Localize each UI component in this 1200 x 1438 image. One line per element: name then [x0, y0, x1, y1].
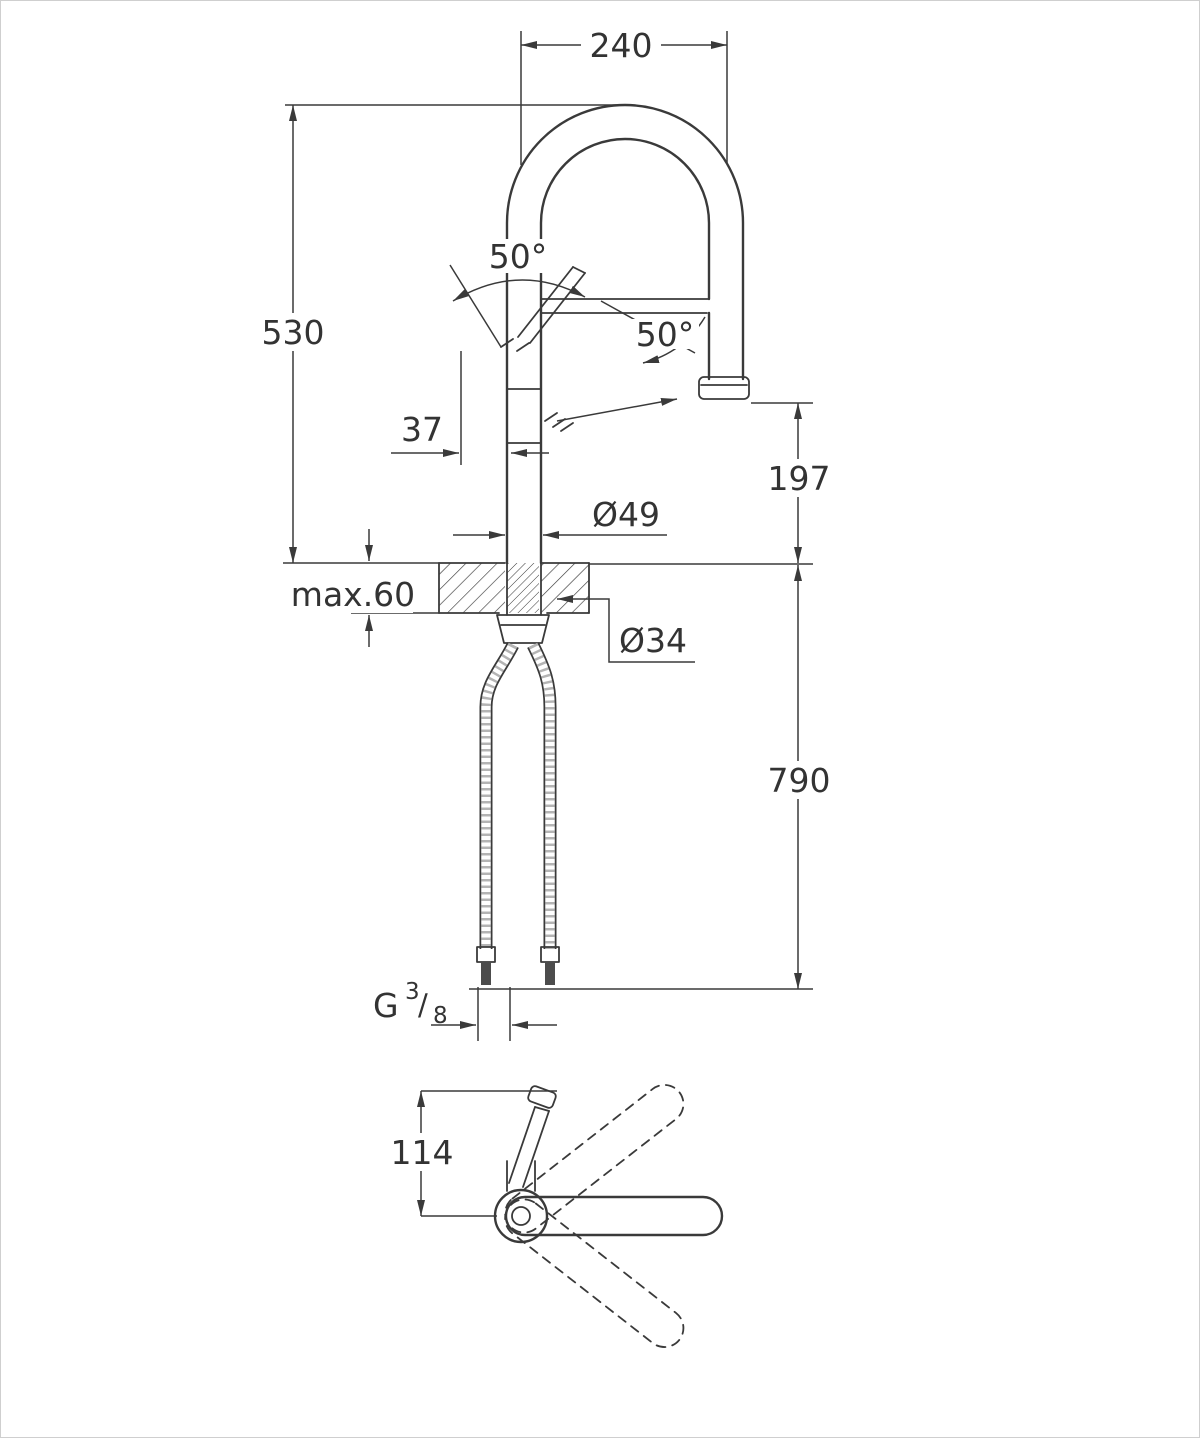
dim-max60-label: max.60 [291, 575, 415, 614]
dimension-hole-diameter: Ø34 [557, 595, 695, 663]
dimension-body-diameter: Ø49 [453, 495, 667, 539]
dim-spout-angle-label: 50° [636, 315, 695, 354]
spray-pointer-line [556, 397, 678, 422]
spray-trigger [544, 412, 574, 432]
dim-197-label: 197 [768, 459, 831, 498]
hose-right-nipple [545, 962, 555, 985]
faucet-top-view [493, 1084, 724, 1348]
dimension-handle-angle: 50° [452, 237, 586, 302]
supply-hoses [476, 642, 560, 985]
hose-right-ferrule [540, 946, 560, 963]
dimension-spout-angle: 50° [631, 315, 706, 364]
lever-handle [500, 266, 586, 352]
spout-position-upper-dashed [504, 1084, 685, 1234]
dim-handle-angle-label: 50° [489, 237, 548, 276]
counter-deck [438, 562, 590, 644]
thread-denominator-label: 8 [433, 1003, 448, 1029]
dim-240-label: 240 [590, 26, 653, 65]
dimension-offset: 37 [391, 351, 549, 465]
dimension-deck-thickness: max.60 [291, 529, 439, 647]
dim-d49-label: Ø49 [592, 495, 660, 534]
thread-slash-label: / [418, 988, 428, 1022]
dim-d34-label: Ø34 [619, 621, 687, 660]
shank-thread [507, 563, 539, 613]
dimension-spout-reach: 240 [520, 26, 728, 165]
spray-head [698, 376, 750, 400]
dim-37-label: 37 [401, 410, 443, 449]
dim-114-label: 114 [391, 1133, 454, 1172]
dimension-hose-length: 790 [469, 563, 835, 990]
mounting-nut [496, 614, 550, 644]
dimension-outlet-height: 197 [751, 402, 835, 563]
handle-top-view [508, 1085, 557, 1188]
pivot-inner-circle [511, 1206, 531, 1226]
spout-position-center [504, 1195, 724, 1237]
dimension-thread: G 3 / 8 [373, 979, 557, 1041]
deck-hatch-left [439, 563, 505, 613]
thread-prefix-label: G [373, 986, 399, 1025]
hose-left-ferrule [476, 946, 496, 963]
spout-position-lower-dashed [504, 1198, 685, 1348]
dimensions: 240 530 50° 50° 37 [257, 26, 835, 1217]
dimension-height: 530 [257, 104, 625, 564]
dim-790-label: 790 [768, 761, 831, 800]
dimension-base: 114 [387, 1090, 557, 1217]
dim-530-label: 530 [262, 313, 325, 352]
deck-hatch-right [541, 563, 589, 613]
spout-inner-contour [539, 137, 711, 565]
hose-left-nipple [481, 962, 491, 985]
handle-limit-line [449, 264, 502, 348]
thread-numerator-label: 3 [405, 979, 420, 1005]
